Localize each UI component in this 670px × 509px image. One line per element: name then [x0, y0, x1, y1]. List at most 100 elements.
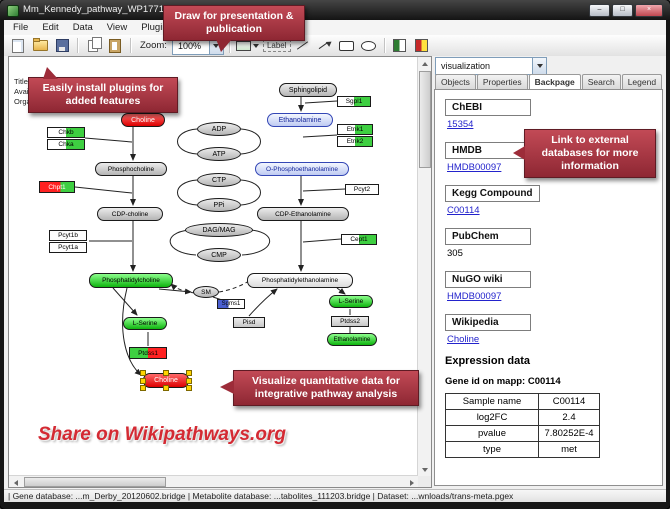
menu-file[interactable]: File	[13, 22, 29, 33]
pathway-node-o-phosphoethanolamine[interactable]: O-Phosphoethanolamine	[255, 162, 349, 176]
menu-edit[interactable]: Edit	[42, 22, 59, 33]
arrow-tool-button[interactable]	[315, 37, 335, 55]
tab-legend[interactable]: Legend	[621, 74, 663, 89]
pathway-node-ptdss2[interactable]: Ptdss2	[331, 316, 369, 327]
selection-handle-w[interactable]	[140, 377, 146, 384]
maximize-button[interactable]: □	[612, 4, 633, 17]
nugo-link[interactable]: HMDB00097	[447, 291, 502, 302]
expression-data-heading: Expression data	[445, 355, 530, 367]
pathway-node-phosphocholine[interactable]: Phosphocholine	[95, 162, 167, 176]
pathway-node-pisd[interactable]: Pisd	[233, 317, 265, 328]
selection-handle-ne[interactable]	[186, 370, 192, 376]
scroll-down-icon[interactable]	[418, 463, 431, 476]
pathway-node-choline-selected[interactable]: Choline	[140, 370, 192, 391]
selection-handle-nw[interactable]	[140, 370, 146, 376]
pathway-node-atp[interactable]: ATP	[197, 147, 241, 161]
hmdb-link[interactable]: HMDB00097	[447, 162, 502, 173]
ellipse-tool-button[interactable]	[359, 37, 379, 55]
pathway-node-ppi[interactable]: PPi	[197, 198, 241, 212]
expression-cell: 7.80252E-4	[538, 425, 600, 442]
pathway-node-cmp[interactable]: CMP	[197, 248, 241, 262]
fill-color-button[interactable]	[390, 37, 410, 55]
gradient-color-button[interactable]	[412, 37, 432, 55]
gene-id-line: Gene id on mapp: C00114	[445, 376, 561, 387]
callout-visualize-text: Visualize quantitative data for integrat…	[251, 375, 400, 401]
callout-draw-text: Draw for presentation & publication	[174, 10, 294, 36]
vertical-scroll-thumb[interactable]	[419, 71, 431, 168]
scroll-right-icon[interactable]	[405, 476, 418, 489]
visualization-select[interactable]: visualization	[435, 57, 547, 75]
pathway-node-cdp-choline[interactable]: CDP-choline	[97, 207, 163, 221]
copy-button[interactable]	[83, 36, 103, 55]
selection-handle-s[interactable]	[163, 385, 169, 391]
pathway-node-ctp[interactable]: CTP	[197, 173, 241, 187]
pathway-node-chka[interactable]: Chka	[47, 139, 85, 150]
pathway-node-pcyt1a[interactable]: Pcyt1a	[49, 242, 87, 253]
selection-handle-n[interactable]	[163, 370, 169, 376]
callout-draw: Draw for presentation & publication	[163, 5, 305, 53]
pathway-node-ptdss1[interactable]: Ptdss1	[129, 347, 167, 359]
scroll-up-icon[interactable]	[418, 57, 431, 70]
backpage-panel: ChEBI 15354 HMDB HMDB00097 Kegg Compound…	[434, 89, 663, 486]
pathway-node-choline-top[interactable]: Choline	[121, 113, 165, 127]
kegg-link[interactable]: C00114	[447, 205, 480, 216]
pathway-node-pcyt1b[interactable]: Pcyt1b	[49, 230, 87, 241]
pathway-node-l-serine-right[interactable]: L-Serine	[329, 295, 373, 308]
new-button[interactable]	[8, 37, 28, 55]
minimize-button[interactable]: –	[589, 4, 610, 17]
pathway-node-phosphatidylethanolamine[interactable]: Phosphatidylethanolamine	[247, 273, 353, 288]
menu-view[interactable]: View	[106, 22, 128, 33]
horizontal-scrollbar[interactable]	[9, 475, 418, 487]
ellipse-icon	[361, 40, 377, 51]
pathway-node-phosphatidylcholine[interactable]: Phosphatidylcholine	[89, 273, 173, 288]
pathway-node-etnk2[interactable]: Etnk2	[337, 136, 373, 147]
status-bar: | Gene database: ...m_Derby_20120602.bri…	[4, 489, 666, 502]
side-panel: visualization Objects Properties Backpag…	[432, 56, 666, 489]
pathway-node-dag-mag[interactable]: DAG/MAG	[185, 223, 253, 237]
selection-handle-se[interactable]	[186, 385, 192, 391]
pathway-node-chkb[interactable]: Chkb	[47, 127, 85, 138]
section-header-chebi: ChEBI	[445, 99, 531, 116]
pathway-node-cept1[interactable]: Cept1	[341, 234, 377, 245]
chebi-link[interactable]: 15354	[447, 119, 474, 130]
pathway-node-sm[interactable]: SM	[193, 286, 219, 298]
pathway-node-sgms1[interactable]: Sgms1	[217, 299, 245, 309]
wikipedia-link[interactable]: Choline	[447, 334, 480, 345]
copy-icon	[88, 36, 102, 52]
open-button[interactable]	[30, 37, 50, 55]
pathway-node-sgpl1[interactable]: Sgpl1	[337, 96, 371, 107]
pathway-node-pcyt2[interactable]: Pcyt2	[345, 184, 379, 195]
pathway-node-ethanolamine-bottom[interactable]: Ethanolamine	[327, 333, 377, 346]
visualization-dropdown-icon[interactable]	[532, 58, 546, 74]
tab-properties[interactable]: Properties	[476, 74, 528, 89]
pathway-node-ethanolamine-top[interactable]: Ethanolamine	[267, 113, 333, 127]
pathway-canvas[interactable]: Title: Availability: Organism:	[8, 56, 432, 488]
expression-cell: 2.4	[538, 409, 600, 426]
rectangle-tool-button[interactable]	[337, 37, 357, 55]
pathway-node-l-serine-left[interactable]: L-Serine	[123, 317, 167, 330]
pathway-node-etnk1[interactable]: Etnk1	[337, 124, 373, 135]
save-button[interactable]	[52, 37, 72, 55]
zoom-label: Zoom:	[140, 40, 167, 51]
section-header-kegg: Kegg Compound	[445, 185, 540, 202]
pathway-node-sphingolipid[interactable]: Sphingolipid	[279, 83, 337, 97]
menu-data[interactable]: Data	[72, 22, 93, 33]
pathway-node-adp[interactable]: ADP	[197, 122, 241, 136]
menu-plugins[interactable]: Plugins	[141, 22, 173, 33]
pathway-node-chpt1[interactable]: Chpt1	[39, 181, 75, 193]
selection-handle-e[interactable]	[186, 377, 192, 384]
horizontal-scroll-thumb[interactable]	[24, 477, 166, 487]
toolbar-separator	[383, 38, 385, 53]
close-button[interactable]: ×	[635, 4, 663, 17]
tab-objects[interactable]: Objects	[435, 74, 476, 89]
scroll-left-icon[interactable]	[9, 476, 22, 489]
save-icon	[55, 39, 69, 52]
tab-search[interactable]: Search	[581, 74, 621, 89]
vertical-scrollbar[interactable]	[417, 57, 431, 476]
tab-backpage[interactable]: Backpage	[528, 74, 581, 90]
paste-button[interactable]	[105, 37, 125, 55]
selection-handle-sw[interactable]	[140, 385, 146, 391]
zoom-value: 100%	[177, 40, 201, 51]
pathway-node-cdp-ethanolamine[interactable]: CDP-Ethanolamine	[257, 207, 349, 221]
